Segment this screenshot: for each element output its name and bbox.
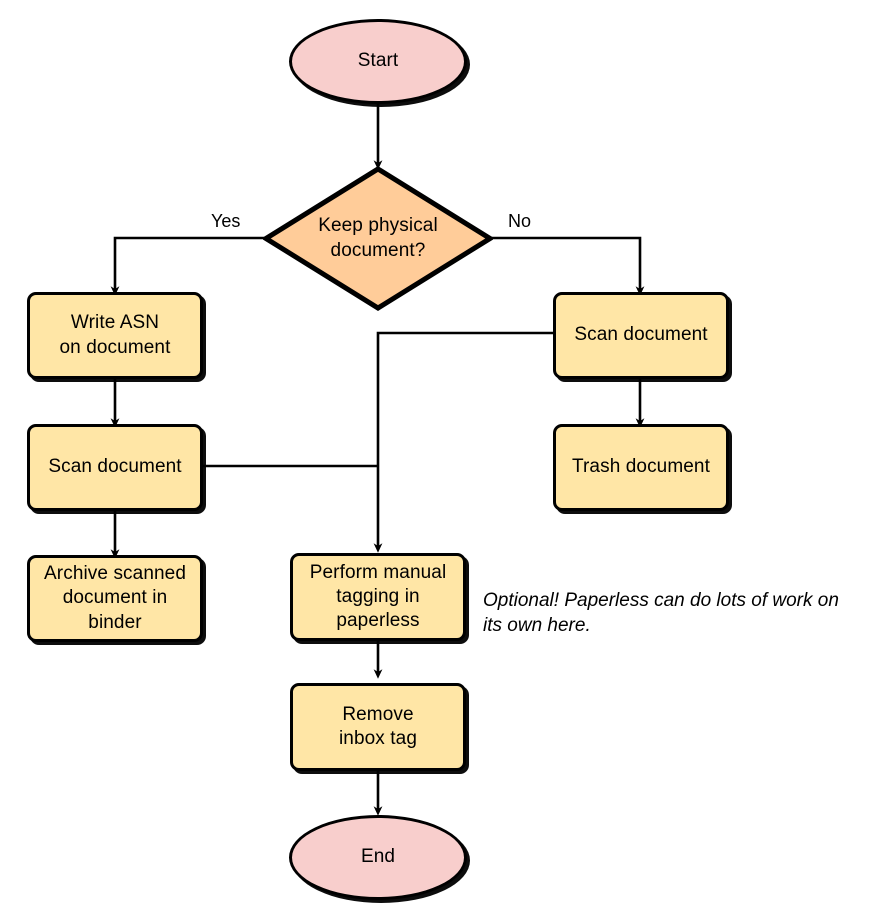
node-write-asn-on-document[interactable]: Write ASN on document <box>27 292 203 379</box>
node-remove-inbox-tag-label: Remove inbox tag <box>338 703 417 749</box>
node-start-label: Start <box>357 50 399 72</box>
edge-no-to-scan-right <box>491 236 645 296</box>
annotation-optional-note: Optional! Paperless can do lots of work … <box>483 590 839 636</box>
node-scan-document-left[interactable]: Scan document <box>27 424 203 511</box>
node-scan-document-right-label: Scan document <box>574 324 708 346</box>
edge-label-no: No <box>508 211 532 231</box>
diamond-shape-icon <box>263 166 493 311</box>
edge-scan-right-to-tagging <box>373 331 553 553</box>
edge-label-yes: Yes <box>211 211 241 231</box>
node-archive-label: Archive scanned document in binder <box>44 563 186 633</box>
node-start[interactable]: Start <box>289 19 467 104</box>
node-end[interactable]: End <box>289 815 467 900</box>
node-archive-scanned-document-in-binder[interactable]: Archive scanned document in binder <box>27 555 203 642</box>
node-trash-document-label: Trash document <box>572 456 710 478</box>
node-decision-label: Keep physical document? <box>318 215 438 261</box>
node-end-label: End <box>360 846 396 868</box>
node-remove-inbox-tag[interactable]: Remove inbox tag <box>290 683 466 771</box>
node-scan-document-left-label: Scan document <box>48 456 182 478</box>
node-trash-document[interactable]: Trash document <box>553 424 729 511</box>
node-tagging-label: Perform manual tagging in paperless <box>309 561 447 632</box>
node-scan-document-right[interactable]: Scan document <box>553 292 729 379</box>
node-write-asn-label: Write ASN on document <box>59 312 171 358</box>
node-decision-keep-physical-document[interactable]: Keep physical document? <box>263 166 493 311</box>
edge-yes-to-write-asn <box>110 236 265 296</box>
node-perform-manual-tagging-in-paperless[interactable]: Perform manual tagging in paperless <box>290 553 466 641</box>
